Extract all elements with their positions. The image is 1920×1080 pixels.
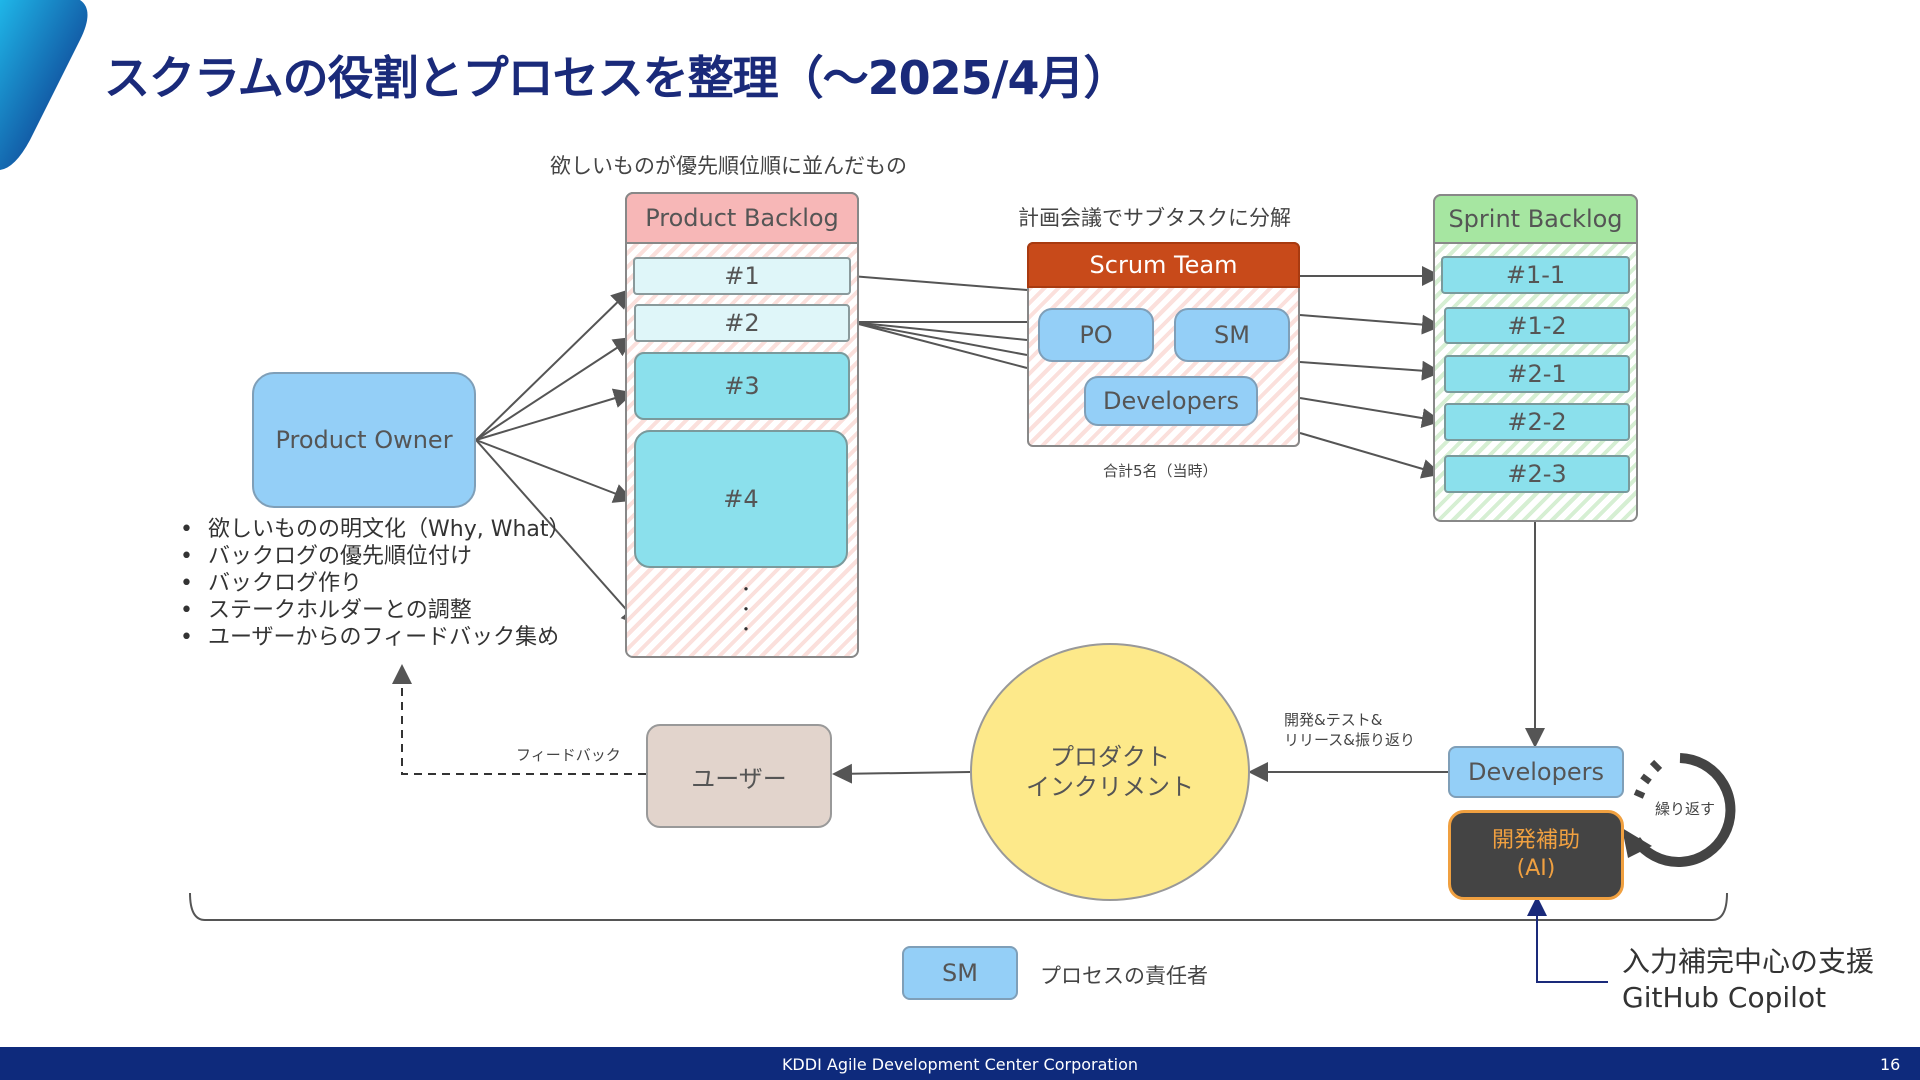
footer-company: KDDI Agile Development Center Corporatio… xyxy=(781,1055,1139,1074)
product-owner-duties: •欲しいものの明文化（Why, What） •バックログの優先順位付け •バック… xyxy=(180,516,571,651)
sprint-item-2-3: #2-3 xyxy=(1444,455,1630,493)
product-backlog-header: Product Backlog xyxy=(625,192,859,244)
scrum-team-count-note: 合計5名（当時） xyxy=(1103,462,1218,480)
feedback-label: フィードバック xyxy=(516,746,621,764)
duty-item: •バックログ作り xyxy=(180,571,363,596)
product-increment-node: プロダクト インクリメント xyxy=(970,643,1250,901)
increment-line2: インクリメント xyxy=(1026,773,1194,801)
legend-text: プロセスの責任者 xyxy=(1040,964,1208,988)
scrum-team-header: Scrum Team xyxy=(1027,242,1300,288)
repeat-cycle-icon xyxy=(1622,753,1736,867)
dev-cycle-label-line1: 開発&テスト& xyxy=(1284,711,1383,729)
dev-cycle-label: 開発&テスト& リリース&振り返り xyxy=(1284,710,1415,750)
sprint-item-1-1: #1-1 xyxy=(1441,256,1630,294)
corner-logo-shape xyxy=(0,0,88,170)
duty-item: •ステークホルダーとの調整 xyxy=(180,598,472,623)
dev-cycle-label-line2: リリース&振り返り xyxy=(1284,731,1415,749)
legend-sm-box: SM xyxy=(902,946,1018,1000)
backlog-more-ellipsis: ・ ・ ・ xyxy=(738,580,755,639)
product-backlog-caption: 欲しいものが優先順位順に並んだもの xyxy=(550,154,907,178)
scrum-team-sm: SM xyxy=(1174,308,1290,362)
sprint-backlog-header: Sprint Backlog xyxy=(1433,194,1638,244)
ai-assist-line2: (AI) xyxy=(1516,856,1556,881)
copilot-note: 入力補完中心の支援 GitHub Copilot xyxy=(1622,944,1874,1016)
developers-node: Developers xyxy=(1448,746,1624,798)
repeat-label: 繰り返す xyxy=(1655,800,1716,818)
backlog-item-4: #4 xyxy=(634,430,848,568)
ai-assist-line1: 開発補助 xyxy=(1491,828,1580,853)
increment-line1: プロダクト xyxy=(1050,743,1170,771)
page-number: 16 xyxy=(1880,1055,1901,1074)
scrum-team-developers: Developers xyxy=(1084,376,1258,426)
sprint-item-1-2: #1-2 xyxy=(1444,307,1630,344)
duty-item: •欲しいものの明文化（Why, What） xyxy=(180,517,571,542)
backlog-item-2: #2 xyxy=(634,304,850,342)
copilot-note-line1: 入力補完中心の支援 xyxy=(1622,945,1875,978)
scrum-team-caption: 計画会議でサブタスクに分解 xyxy=(1018,206,1291,230)
sprint-item-2-2: #2-2 xyxy=(1444,403,1630,441)
user-node: ユーザー xyxy=(646,724,832,828)
page-title: スクラムの役割とプロセスを整理（～2025/4月） xyxy=(104,51,1129,105)
footer-bar xyxy=(0,1047,1920,1080)
backlog-item-3: #3 xyxy=(634,352,850,420)
scrum-team-po: PO xyxy=(1038,308,1154,362)
product-owner-node: Product Owner xyxy=(252,372,476,508)
duty-item: •ユーザーからのフィードバック集め xyxy=(180,625,560,650)
copilot-note-line2: GitHub Copilot xyxy=(1622,981,1827,1014)
ai-assist-node: 開発補助 (AI) xyxy=(1448,810,1624,900)
sprint-item-2-1: #2-1 xyxy=(1444,355,1630,393)
backlog-item-1: #1 xyxy=(633,257,851,295)
duty-item: •バックログの優先順位付け xyxy=(180,544,473,569)
